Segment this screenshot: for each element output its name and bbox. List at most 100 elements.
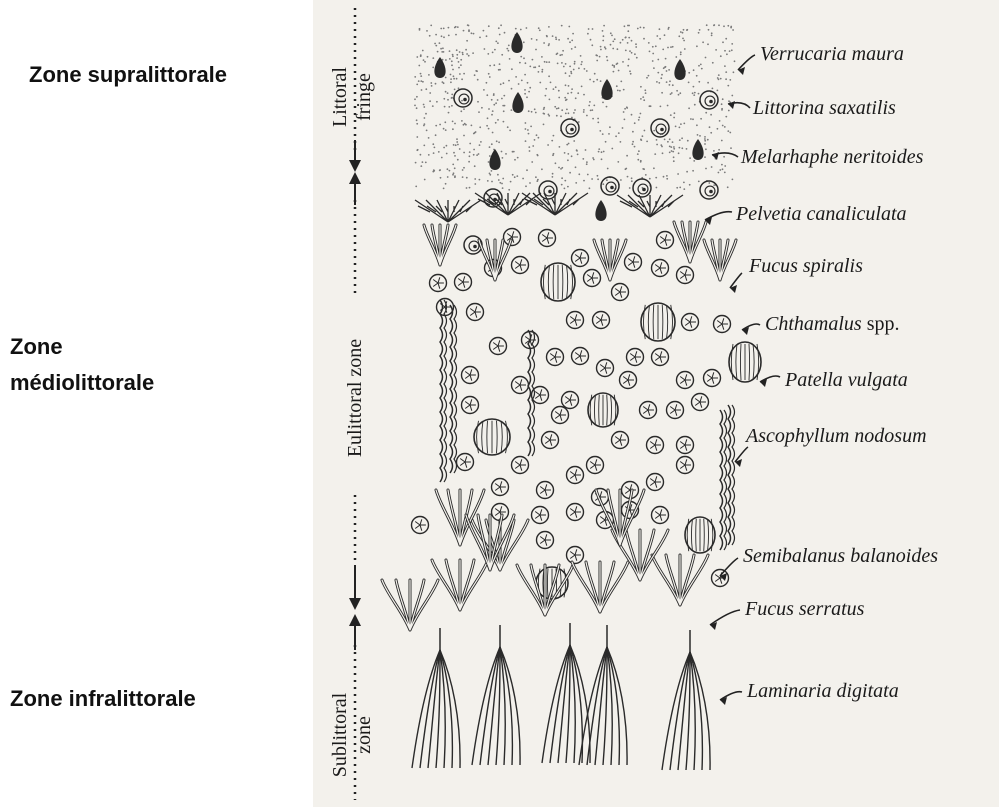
barnacle: [542, 432, 559, 449]
barnacle: [537, 532, 554, 549]
barnacle: [512, 377, 529, 394]
barnacle: [539, 230, 556, 247]
littorina-snail: [601, 177, 619, 195]
barnacle: [567, 312, 584, 329]
barnacle: [625, 254, 642, 271]
barnacle: [490, 338, 507, 355]
melarhaphe-snail: [692, 139, 703, 160]
barnacle: [537, 482, 554, 499]
melarhaphe-snail: [434, 57, 445, 78]
barnacle: [467, 304, 484, 321]
barnacle: [647, 437, 664, 454]
barnacle: [677, 437, 694, 454]
fucus-spiralis-frond: [479, 240, 511, 280]
barnacle: [612, 284, 629, 301]
species-chthamalus: Chthamalus spp.: [765, 313, 899, 336]
laminaria-digitata: [662, 630, 710, 770]
patella-limpet: [474, 419, 510, 455]
barnacle: [552, 407, 569, 424]
barnacle: [504, 229, 521, 246]
barnacle: [657, 232, 674, 249]
eulittoral-down-arrow: [349, 565, 361, 610]
melarhaphe-snail: [489, 149, 500, 170]
species-patella-vulgata: Patella vulgata: [785, 369, 908, 392]
barnacle: [532, 507, 549, 524]
barnacle: [412, 517, 429, 534]
barnacle: [567, 504, 584, 521]
barnacle: [562, 392, 579, 409]
organisms: [382, 32, 761, 770]
barnacle: [462, 367, 479, 384]
fucus-spiralis-frond: [674, 222, 706, 262]
barnacle: [712, 570, 729, 587]
pelvetia-tuft: [522, 193, 588, 215]
laminaria-digitata: [412, 628, 460, 768]
eulittoral-up-arrow: [349, 172, 361, 205]
species-melarhaphe-neritoides: Melarhaphe neritoides: [741, 146, 923, 169]
pointer-arrow: [710, 610, 740, 625]
patella-limpet: [641, 303, 675, 341]
species-ascophyllum-nodosum: Ascophyllum nodosum: [746, 425, 927, 448]
species-semibalanus-balanoides: Semibalanus balanoides: [743, 545, 938, 568]
barnacle: [455, 274, 472, 291]
barnacle: [567, 547, 584, 564]
melarhaphe-snail: [674, 59, 685, 80]
littorina-snail: [539, 181, 557, 199]
barnacle: [677, 457, 694, 474]
barnacle: [567, 467, 584, 484]
fucus-serratus-frond: [652, 555, 708, 605]
barnacle: [572, 250, 589, 267]
barnacle: [512, 257, 529, 274]
pointer-arrow: [720, 558, 738, 576]
barnacle: [512, 457, 529, 474]
ascophyllum-strand: [720, 410, 727, 550]
melarhaphe-snail: [512, 92, 523, 113]
barnacle: [692, 394, 709, 411]
patella-limpet: [685, 517, 715, 553]
barnacle: [640, 402, 657, 419]
ascophyllum-strand: [450, 305, 457, 473]
species-fucus-spiralis: Fucus spiralis: [749, 255, 863, 278]
species-laminaria-digitata: Laminaria digitata: [747, 680, 899, 703]
laminaria-digitata: [472, 625, 520, 765]
barnacle: [462, 397, 479, 414]
barnacle: [547, 349, 564, 366]
sublittoral-zone-label: Sublittoral zone: [328, 665, 382, 805]
barnacle: [492, 479, 509, 496]
fucus-serratus-frond: [432, 560, 488, 610]
barnacle: [584, 270, 601, 287]
ascophyllum-strand: [728, 405, 735, 545]
barnacle: [457, 454, 474, 471]
fucus-spiralis-frond: [424, 225, 456, 265]
barnacle: [677, 372, 694, 389]
ascophyllum-strand: [440, 300, 447, 482]
patella-limpet: [729, 342, 761, 382]
littorina-snail: [454, 89, 472, 107]
sublittoral-up-arrow: [349, 614, 361, 650]
littorina-snail: [700, 91, 718, 109]
pointer-arrowhead: [728, 101, 735, 109]
littorina-snail: [561, 119, 579, 137]
barnacle: [652, 349, 669, 366]
species-fucus-serratus: Fucus serratus: [745, 598, 864, 621]
species-verrucaria-maura: Verrucaria maura: [760, 43, 904, 66]
patella-limpet: [588, 393, 618, 427]
barnacle: [647, 474, 664, 491]
barnacle: [593, 312, 610, 329]
melarhaphe-snail: [511, 32, 522, 53]
littoral-fringe-label: Littoral fringe: [328, 32, 382, 162]
fucus-serratus-frond: [382, 580, 438, 630]
barnacle: [627, 349, 644, 366]
barnacle: [677, 267, 694, 284]
laminaria-digitata: [579, 625, 627, 765]
eulittoral-zone-label: Eulittoral zone: [342, 303, 368, 493]
patella-limpet: [541, 263, 575, 301]
barnacle: [652, 507, 669, 524]
barnacle: [572, 348, 589, 365]
fucus-serratus-frond: [572, 562, 628, 612]
fucus-spiralis-frond: [704, 240, 736, 280]
melarhaphe-snail: [595, 200, 606, 221]
barnacle: [704, 370, 721, 387]
melarhaphe-snail: [601, 79, 612, 100]
fucus-serratus-frond: [596, 490, 644, 545]
